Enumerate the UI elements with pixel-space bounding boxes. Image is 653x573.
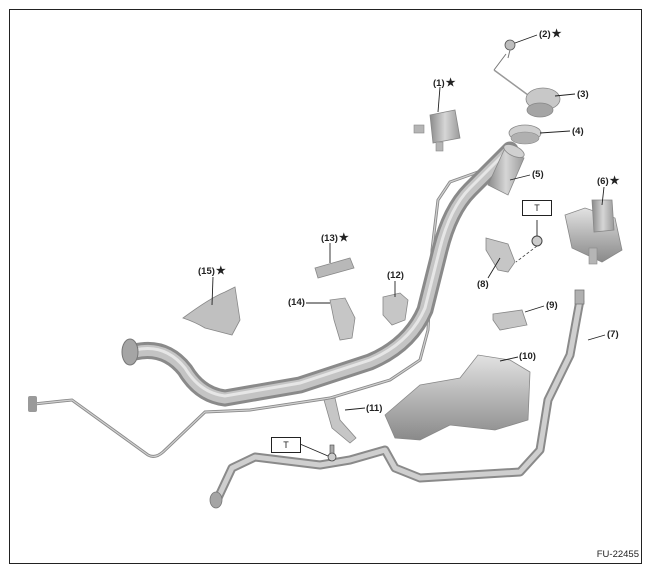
part-label-15: (15)★: [198, 265, 226, 277]
part-15: [182, 286, 241, 336]
nut-icon: [531, 235, 543, 247]
part-3: [525, 87, 561, 118]
part-label-9: (9): [546, 300, 558, 311]
leader-lines: [211, 34, 606, 457]
part-1: [413, 109, 461, 152]
part-label-12: (12): [387, 270, 404, 281]
part-8: [485, 237, 516, 273]
part-label-5: (5): [532, 169, 544, 180]
part-label-14: (14): [288, 297, 305, 308]
torque-box-bolt: T: [271, 437, 301, 453]
part-11: [323, 397, 357, 444]
part-13: [314, 257, 355, 279]
part-9: [492, 309, 528, 331]
part-4: [508, 124, 542, 145]
part-label-1: (1)★: [433, 77, 456, 89]
evaporation-hose: [209, 289, 585, 509]
part-label-3: (3): [577, 89, 589, 100]
part-label-7: (7): [607, 329, 619, 340]
bolt-icon: [327, 444, 337, 462]
part-label-13: (13)★: [321, 232, 349, 244]
part-label-6: (6)★: [597, 175, 620, 187]
part-label-2: (2)★: [539, 28, 562, 40]
filler-pipe: [121, 141, 525, 407]
part-label-4: (4): [572, 126, 584, 137]
part-12: [382, 292, 409, 326]
part-label-8: (8): [477, 279, 489, 290]
pipe-protector: [384, 354, 531, 441]
part-label-10: (10): [519, 351, 536, 362]
part-label-11: (11): [366, 403, 383, 414]
part-2: [493, 39, 529, 96]
part-14: [329, 297, 356, 341]
torque-box-nut: T: [522, 200, 552, 216]
part-6: [564, 199, 623, 265]
figure-id: FU-22455: [596, 549, 639, 560]
